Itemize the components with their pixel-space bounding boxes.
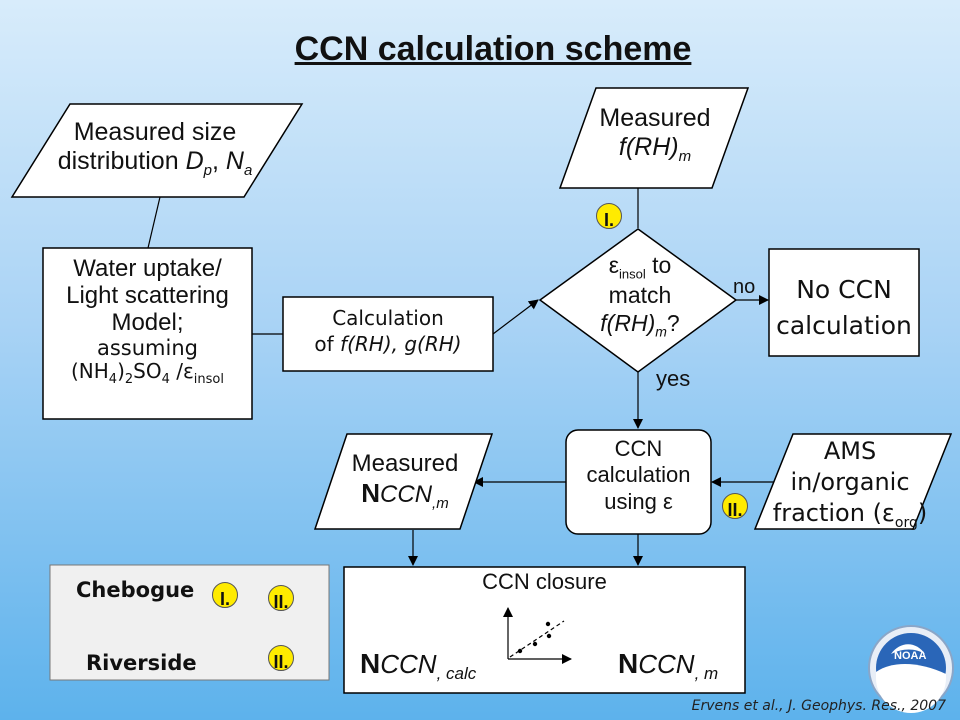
measured-frh-line2: f(RH)m	[618, 133, 692, 166]
water-model-node: Water uptake/ Light scattering Model; as…	[43, 255, 252, 388]
ams-node: AMS in/organic fraction (εorg)	[760, 436, 940, 532]
measured-frh-shape	[558, 87, 750, 189]
decision-shape	[538, 228, 738, 373]
water-model-line5: (NH4)2SO4 /εinsol	[70, 359, 224, 388]
ccn-calc-shape	[565, 429, 712, 535]
edge-calc-to-decision	[492, 299, 539, 335]
measured-nccn-line2: NCCN,m	[361, 478, 449, 512]
calc-frh-line2: of f(RH), g(RH)	[314, 332, 462, 356]
water-model-shape	[42, 247, 253, 420]
calc-frh-shape	[282, 296, 494, 372]
decision-node: εinsol to match f(RH)m?	[575, 252, 705, 340]
no-ccn-node: No CCN calculation	[769, 272, 919, 345]
decision-line2: match	[608, 282, 672, 309]
page-title: CCN calculation scheme	[294, 30, 692, 68]
no-ccn-line1: No CCN	[796, 275, 892, 304]
measured-nccn-line1: Measured	[351, 450, 459, 477]
marker-one-decision: I.	[596, 203, 622, 230]
water-model-line1: Water uptake/	[73, 255, 222, 282]
ams-line1: AMS	[823, 437, 877, 465]
ams-line3: fraction (εorg)	[772, 499, 928, 532]
size-distribution-node: Measured size distribution Dp, Na	[30, 118, 280, 180]
ccn-calc-line1: CCN	[614, 436, 663, 461]
legend-row-chebogue: Chebogue	[76, 578, 195, 602]
noaa-logo	[868, 625, 954, 713]
measured-nccn-node: Measured NCCN,m	[330, 450, 480, 512]
ams-shape	[753, 433, 953, 530]
closure-scatter-points	[517, 621, 552, 654]
closure-right-label: NCCN, m	[618, 648, 719, 684]
ccn-calc-line3: using ε	[604, 488, 673, 514]
ccn-calc-line2: calculation	[586, 462, 691, 488]
closure-label: CCN closure	[482, 569, 607, 594]
marker-one-chebogue: I.	[212, 582, 238, 609]
measured-nccn-shape	[313, 433, 494, 530]
closure-left-label: NCCN, calc	[360, 648, 477, 684]
no-ccn-shape	[768, 248, 920, 357]
calc-frh-line1: Calculation	[332, 306, 444, 330]
closure-shape	[343, 566, 746, 694]
ams-line2: in/organic	[790, 468, 910, 497]
size-distribution-line2: distribution Dp, Na	[57, 147, 253, 180]
decision-line1: εinsol to	[608, 252, 672, 282]
decision-line3: f(RH)m?	[600, 309, 680, 340]
marker-two-ams: II.	[722, 493, 748, 520]
legend-row-riverside: Riverside	[86, 651, 197, 675]
no-ccn-line2: calculation	[776, 311, 912, 341]
water-model-line2: Light scattering	[66, 281, 229, 309]
measured-frh-node: Measured f(RH)m	[570, 104, 740, 166]
edge-label-no: no	[733, 276, 756, 298]
noaa-logo-text: NOAA	[894, 650, 927, 662]
edge-label-yes: yes	[656, 366, 691, 391]
marker-two-riverside: II.	[268, 645, 294, 672]
ccn-calc-node: CCN calculation using ε	[566, 436, 711, 515]
size-distribution-line1: Measured size	[73, 118, 237, 146]
size-distribution-shape	[10, 103, 304, 198]
edge-size-to-model	[147, 196, 161, 249]
measured-frh-line1: Measured	[599, 104, 711, 132]
citation: Ervens et al., J. Geophys. Res., 2007	[691, 698, 946, 714]
calc-frh-node: Calculation of f(RH), g(RH)	[283, 305, 493, 357]
marker-two-chebogue: II.	[268, 585, 294, 612]
connectors	[147, 188, 780, 566]
water-model-line3: Model;	[111, 308, 184, 336]
water-model-line4: assuming	[97, 335, 198, 360]
